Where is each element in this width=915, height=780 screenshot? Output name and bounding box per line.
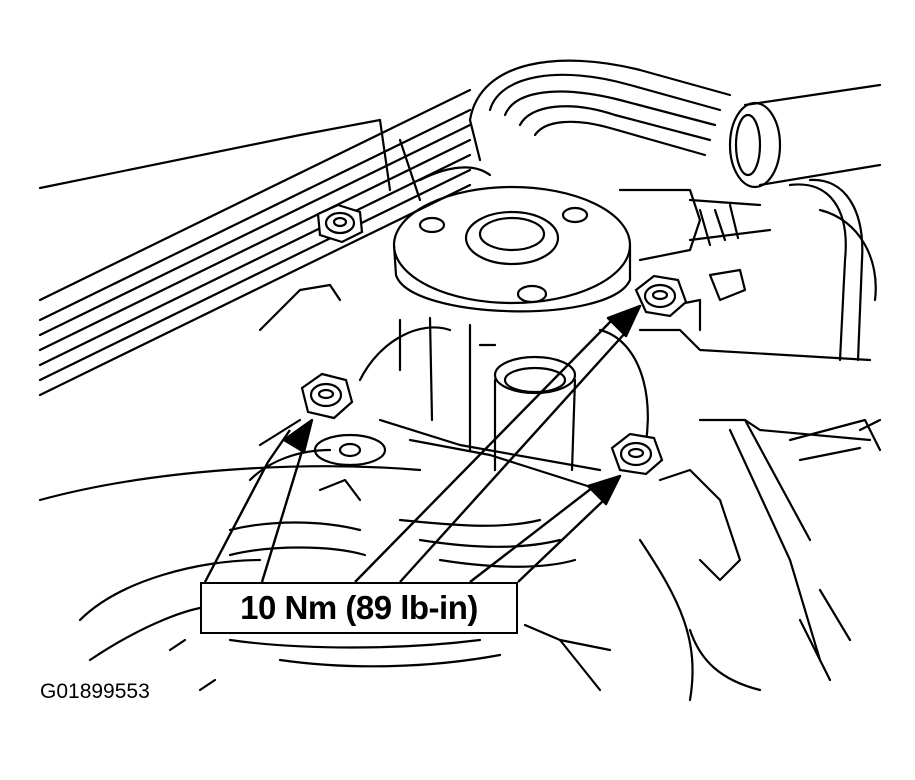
pump-body xyxy=(358,118,772,492)
heater-hose xyxy=(728,83,882,362)
upper-pulley xyxy=(468,59,732,162)
arrowhead-right xyxy=(586,474,622,506)
leader-lines xyxy=(203,304,642,583)
drive-belt xyxy=(38,88,472,397)
bolt-right xyxy=(610,432,664,476)
figure-id: G01899553 xyxy=(40,680,150,703)
lower-pulley xyxy=(228,518,612,692)
water-pump-flange xyxy=(392,185,632,313)
torque-label: 10 Nm (89 lb-in) xyxy=(240,589,478,626)
arrowhead-upper-right xyxy=(606,304,642,338)
bolt-left xyxy=(300,372,354,420)
engine-housing-left xyxy=(38,283,422,692)
bolt-upper-left xyxy=(316,203,364,244)
arrowhead-left xyxy=(282,418,314,454)
torque-callout: 10 Nm (89 lb-in) xyxy=(200,582,518,634)
engine-bracket-right xyxy=(638,268,882,702)
bolt-upper-right xyxy=(634,274,688,318)
